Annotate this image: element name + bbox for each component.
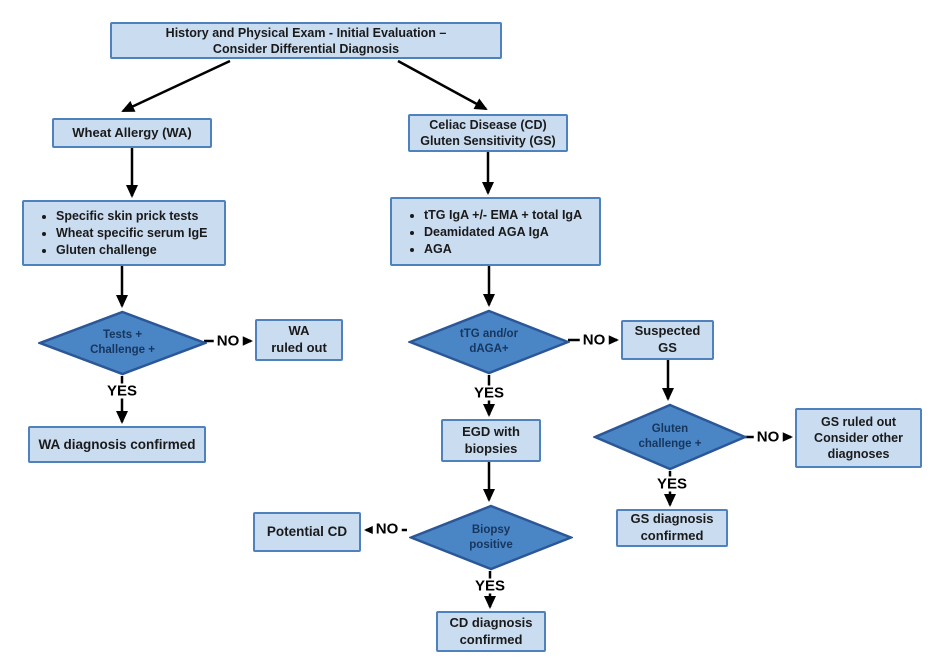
node-line: challenge + (638, 438, 702, 450)
node-line: Gluten (651, 423, 689, 436)
edge-label-gluten-no: NO (753, 429, 783, 445)
node-line: Potential CD (266, 524, 348, 540)
node-line: GS ruled out (821, 415, 896, 429)
node-line: Challenge + (90, 344, 155, 356)
decision-gluten-challenge: Gluten challenge + (593, 403, 747, 471)
list-item: tTG IgA +/- EMA + total IgA (424, 207, 593, 223)
diamond-shape (593, 403, 747, 471)
node-line: GS (658, 340, 677, 355)
node-line: Tests + (102, 329, 143, 342)
edge-label-biopsy-no: NO (372, 521, 402, 537)
node-line: diagnoses (827, 447, 890, 461)
node-line: Wheat Allergy (WA) (72, 124, 192, 140)
diamond-shape (38, 310, 207, 376)
node-line: confirmed (640, 528, 704, 543)
decision-tests-challenge: Tests + Challenge + (38, 310, 207, 376)
node-line: confirmed (459, 631, 523, 647)
node-line: WA (288, 323, 310, 339)
diamond-shape (409, 504, 573, 571)
node-line: EGD with (462, 423, 520, 439)
node-wheat-allergy: Wheat Allergy (WA) (52, 118, 212, 148)
decision-ttg-daga: tTG and/or dAGA+ (408, 309, 570, 375)
edge-label-biopsy-yes: YES (471, 578, 509, 594)
node-line: GS diagnosis (630, 511, 714, 527)
decision-biopsy-positive: Biopsy positive (409, 504, 573, 571)
node-wa-tests: Specific skin prick tests Wheat specific… (22, 200, 226, 266)
node-wa-ruled-out: WA ruled out (255, 319, 343, 361)
node-line: biopsies (464, 440, 518, 456)
node-line: CD diagnosis (449, 614, 533, 630)
node-wa-confirmed: WA diagnosis confirmed (28, 426, 206, 463)
node-line: Gluten Sensitivity (GS) (420, 134, 556, 148)
wa-tests-list: Specific skin prick tests Wheat specific… (24, 207, 224, 259)
node-line: Suspected (634, 323, 701, 339)
diamond-shape (408, 309, 570, 375)
node-cd-confirmed: CD diagnosis confirmed (436, 611, 546, 652)
node-gs-ruled-out: GS ruled out Consider other diagnoses (795, 408, 922, 468)
node-line: positive (469, 538, 513, 551)
list-item: Deamidated AGA IgA (424, 224, 593, 240)
list-item: Specific skin prick tests (56, 208, 218, 224)
node-line: ruled out (271, 340, 327, 355)
diamond-text: Tests + Challenge + (38, 310, 207, 376)
node-line: Biopsy (471, 523, 511, 536)
list-item: Gluten challenge (56, 242, 218, 258)
edge-label-wa-yes: YES (103, 383, 141, 399)
list-item: AGA (424, 241, 593, 257)
node-line: Consider other (814, 431, 903, 445)
node-line: History and Physical Exam - Initial Eval… (165, 25, 447, 40)
node-line: tTG and/or (459, 328, 519, 341)
node-suspected-gs: Suspected GS (621, 320, 714, 360)
node-potential-cd: Potential CD (253, 512, 361, 552)
node-cd-tests: tTG IgA +/- EMA + total IgA Deamidated A… (390, 197, 601, 266)
node-line: Consider Differential Diagnosis (212, 41, 400, 56)
node-start: History and Physical Exam - Initial Eval… (110, 22, 502, 59)
node-line: WA diagnosis confirmed (38, 436, 196, 452)
edge-label-cd-yes: YES (470, 385, 508, 401)
edge-label-cd-no: NO (579, 332, 609, 348)
edge-label-gluten-yes: YES (653, 476, 691, 492)
node-gs-confirmed: GS diagnosis confirmed (616, 509, 728, 547)
diamond-text: Gluten challenge + (593, 403, 747, 471)
node-egd-biopsies: EGD with biopsies (441, 419, 541, 462)
cd-tests-list: tTG IgA +/- EMA + total IgA Deamidated A… (392, 206, 599, 258)
node-line: dAGA+ (469, 343, 509, 355)
diamond-text: Biopsy positive (409, 504, 573, 571)
node-line: Celiac Disease (CD) (429, 118, 547, 132)
diamond-text: tTG and/or dAGA+ (408, 309, 570, 375)
edge-label-wa-no: NO (213, 333, 243, 349)
list-item: Wheat specific serum IgE (56, 225, 218, 241)
node-celiac-gluten: Celiac Disease (CD) Gluten Sensitivity (… (408, 114, 568, 152)
